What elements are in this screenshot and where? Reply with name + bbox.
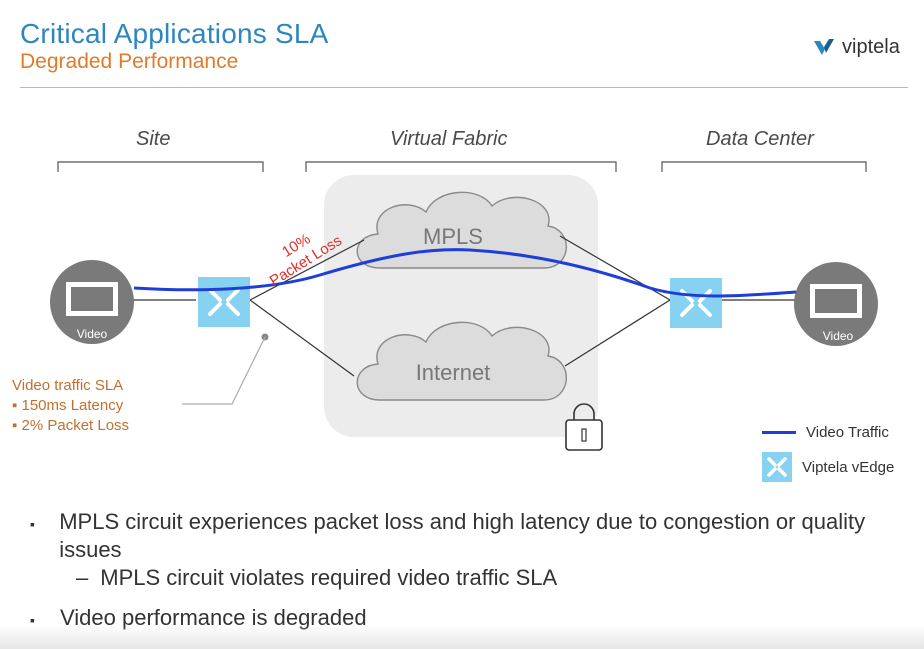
footer-fade: [0, 625, 924, 649]
header-divider: [20, 87, 908, 88]
bullet-list: ▪ MPLS circuit experiences packet loss a…: [30, 508, 890, 646]
column-label-fabric: Virtual Fabric: [390, 128, 508, 150]
legend-video-traffic: Video Traffic: [762, 424, 889, 441]
bracket-fabric: [305, 161, 617, 172]
circuit-lines: [133, 235, 796, 377]
logo-text: viptela: [842, 35, 900, 58]
sub-bullet-text: MPLS circuit violates required video tra…: [100, 565, 558, 590]
page-subtitle: Degraded Performance: [20, 50, 239, 73]
mpls-label: MPLS: [423, 224, 483, 249]
bullet-mark: ▪: [30, 612, 35, 628]
video-endpoint-left: [50, 260, 134, 344]
bracket-datacenter: [661, 161, 867, 172]
legend-video-traffic-label: Video Traffic: [806, 424, 889, 441]
legend-vedge-label: Viptela vEdge: [802, 458, 895, 476]
vedge-right: [670, 278, 722, 328]
internet-cloud: [356, 321, 567, 401]
viptela-logo: viptela: [812, 33, 900, 61]
viptela-logo-icon: [814, 39, 834, 55]
video-endpoint-right: [794, 262, 878, 346]
vedge-icon: [762, 452, 792, 482]
sub-bullet-item: – MPLS circuit violates required video t…: [30, 564, 890, 592]
lock-icon: [565, 403, 603, 451]
internet-label: Internet: [416, 360, 491, 385]
video-label-right: Video: [823, 329, 854, 343]
video-label-left: Video: [77, 327, 108, 341]
vedge-left: [198, 277, 250, 327]
sla-callout: Video traffic SLA 150ms Latency 2% Packe…: [12, 376, 129, 436]
sub-bullet-dash: –: [76, 565, 89, 590]
column-label-site: Site: [136, 128, 171, 150]
sla-title: Video traffic SLA: [12, 377, 124, 394]
bracket-site: [57, 161, 264, 172]
video-traffic-path: [133, 248, 797, 298]
network-diagram: MPLS Internet Video Video 10% Packet Los…: [50, 161, 878, 451]
sla-item-loss: 2% Packet Loss: [12, 416, 130, 436]
bullet-mark: ▪: [30, 516, 35, 532]
legend-line-swatch: [762, 431, 796, 434]
mpls-cloud: [356, 191, 567, 269]
bullet-item: ▪ MPLS circuit experiences packet loss a…: [30, 508, 890, 564]
legend-vedge: Viptela vEdge: [762, 452, 894, 482]
sla-item-latency: 150ms Latency: [12, 396, 129, 416]
page-title: Critical Applications SLA: [20, 18, 329, 49]
column-label-datacenter: Data Center: [706, 128, 814, 150]
sla-pointer-line: [182, 336, 266, 405]
bullet-text-mpls: MPLS circuit experiences packet loss and…: [59, 509, 866, 562]
